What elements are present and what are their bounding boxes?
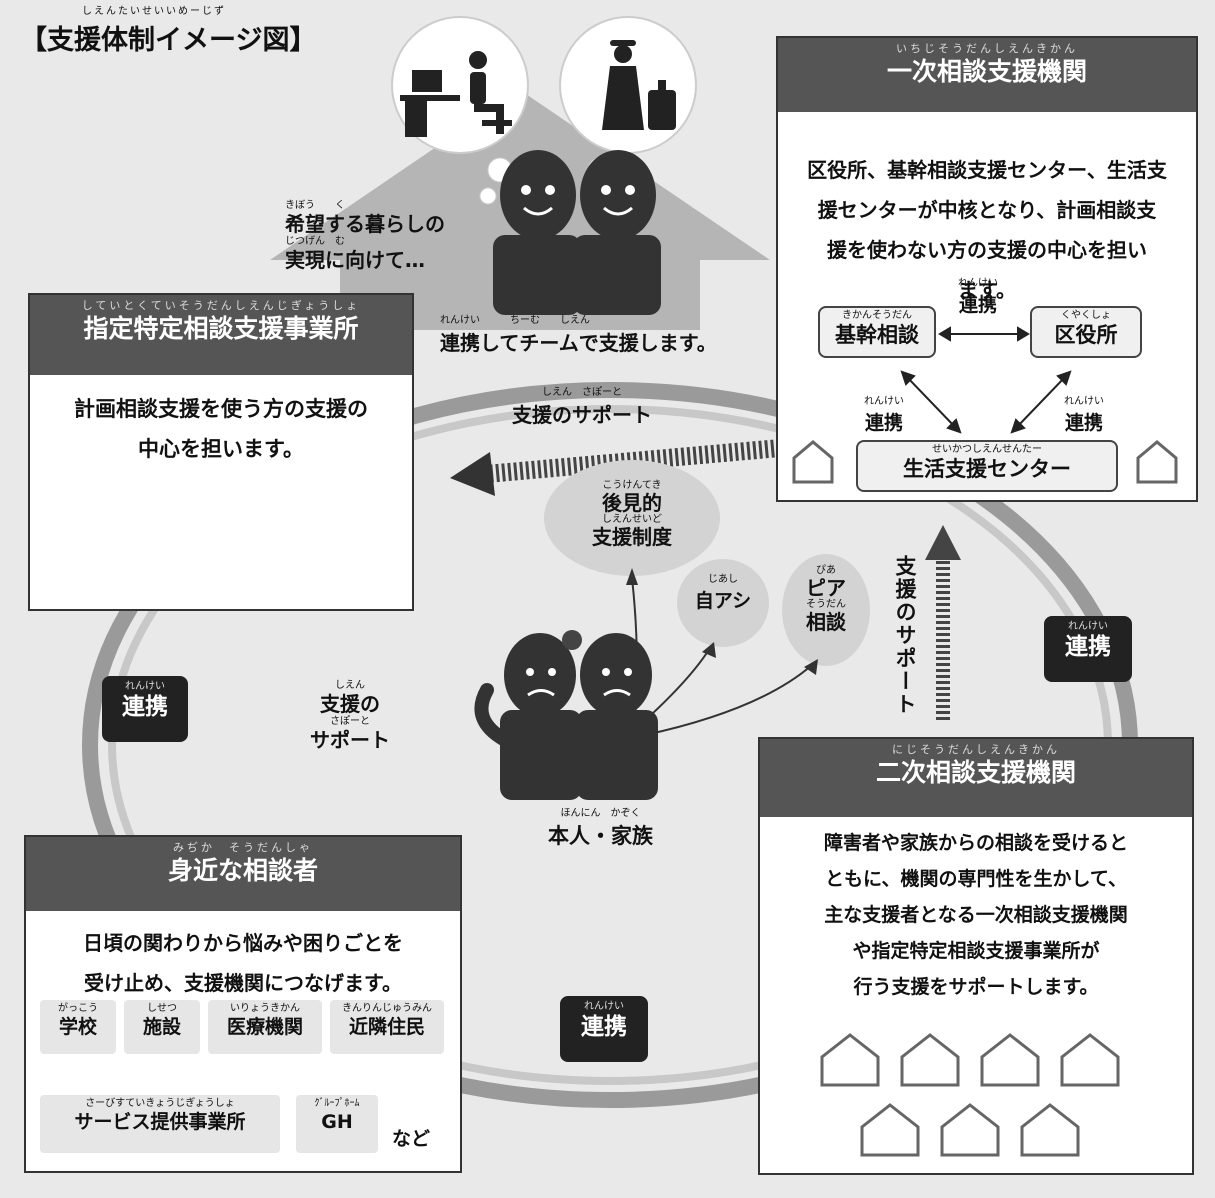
secondary-header: にじそうだんしえんきかん 二次相談支援機関 — [760, 739, 1192, 817]
jiashi-label: じあし 自アシ — [694, 574, 752, 612]
person-family-label: ほんにん かぞく 本人・家族 — [548, 808, 653, 848]
chip-group-home: ｸﾞﾙｰﾌﾟﾎｰﾑ GH — [296, 1095, 378, 1153]
chip-facility: しせつ 施設 — [124, 1000, 200, 1054]
team-support-text: れんけい ちーむ しえん 連携してチームで支援します。 — [440, 315, 717, 355]
smiling-people-icon — [493, 150, 661, 315]
primary-renkei-top: れんけい 連携 — [958, 278, 998, 316]
primary-renkei-left: れんけい 連携 — [864, 396, 904, 434]
primary-header: いちじそうだんしえんきかん 一次相談支援機関 — [778, 38, 1196, 112]
peer-bubble — [782, 554, 870, 666]
nearby-header: みぢか そうだんしゃ 身近な相談者 — [26, 837, 460, 911]
worried-people-icon — [474, 630, 658, 800]
support-arrow-left — [450, 439, 781, 496]
renkei-badge-left: れんけい 連携 — [102, 676, 188, 742]
primary-consultation-box: いちじそうだんしえんきかん 一次相談支援機関 区役所、基幹相談支援センター、生活… — [776, 36, 1198, 502]
kuyakusho-box: くやくしょ 区役所 — [1030, 306, 1142, 358]
hope-text: きぼう く 希望する暮らしの じつげん む 実現に向けて… — [285, 200, 445, 272]
chip-school: がっこう 学校 — [40, 1000, 116, 1054]
chip-medical: いりょうきかん 医療機関 — [208, 1000, 322, 1054]
support-arrow-up — [925, 525, 961, 720]
houses-primary — [792, 440, 1178, 484]
guardianship-bubble — [544, 460, 720, 576]
chip-service-provider: さーびすていきょうじぎょうしょ サービス提供事業所 — [40, 1095, 280, 1153]
seikatsu-box: せいかつしえんせんたー 生活支援センター — [856, 440, 1118, 492]
designated-consultation-box: していとくていそうだんしえんじぎょうしょ 指定特定相談支援事業所 計画相談支援を… — [28, 293, 414, 611]
renkei-badge-bottom: れんけい 連携 — [560, 996, 648, 1062]
primary-renkei-right: れんけい 連携 — [1064, 396, 1104, 434]
jiashi-bubble — [677, 559, 769, 647]
traveler-icon — [602, 40, 676, 130]
support-label-top: しえん さぽーと 支援のサポート — [512, 387, 652, 427]
peer-label: ぴあ ピア そうだん 相談 — [806, 565, 846, 634]
desk-worker-icon — [400, 51, 512, 137]
secondary-consultation-box: にじそうだんしえんきかん 二次相談支援機関 障害者や家族からの相談を受けると と… — [758, 737, 1194, 1175]
support-label-vertical: 支援のサポート — [893, 555, 917, 716]
designated-header: していとくていそうだんしえんじぎょうしょ 指定特定相談支援事業所 — [30, 295, 412, 375]
kikan-box: きかんそうだん 基幹相談 — [818, 306, 936, 358]
renkei-badge-right: れんけい 連携 — [1044, 616, 1132, 682]
guardianship-label: こうけんてき 後見的 しえんせいど 支援制度 — [592, 480, 672, 549]
primary-links — [792, 326, 1178, 484]
chip-neighbors: きんりんじゅうみん 近隣住民 — [330, 1000, 444, 1054]
support-label-left: しえん 支援の さぽーと サポート — [310, 680, 390, 752]
houses-secondary — [820, 1033, 1120, 1157]
diagram-title: しえんたいせいいめーじず 【支援体制イメージ図】 — [20, 6, 317, 56]
etc-label: など — [392, 1128, 431, 1150]
